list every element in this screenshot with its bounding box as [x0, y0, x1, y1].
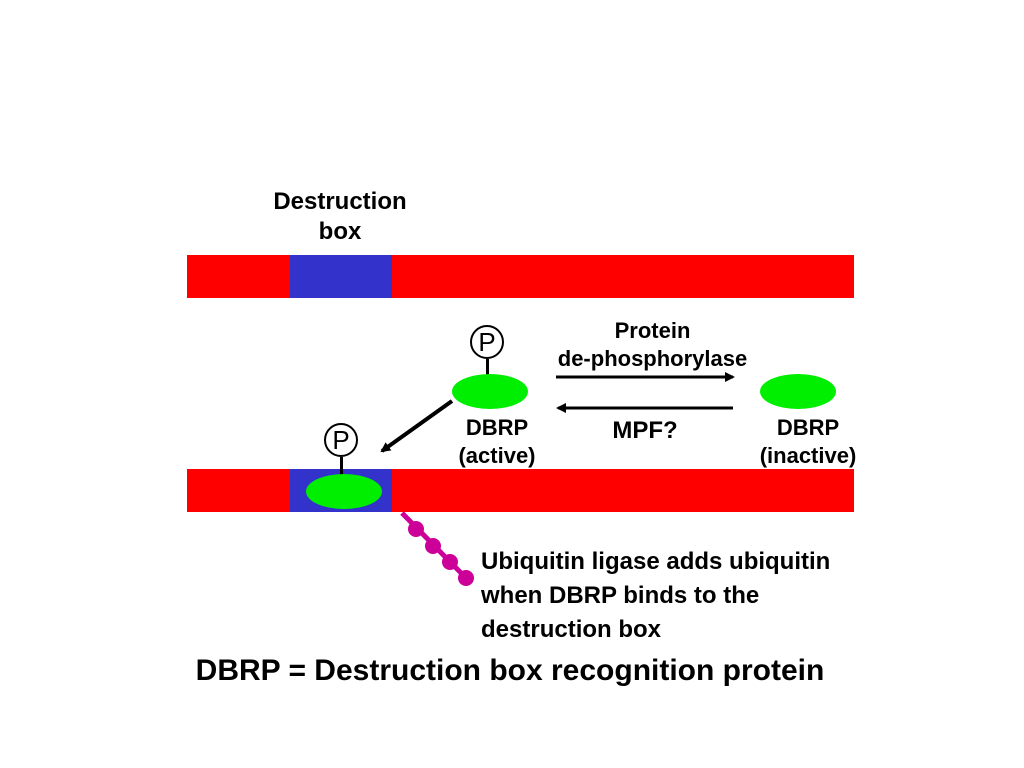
dbrp-inactive-label-line2: (inactive): [759, 442, 857, 468]
destruction-box-label: Destruction box: [240, 187, 440, 247]
ubiquitin-caption: Ubiquitin ligase adds ubiquitin when DBR…: [481, 545, 911, 647]
dbrp-active-label-line1: DBRP: [465, 415, 529, 440]
phosphate-bound-icon: P: [324, 423, 358, 457]
phosphate-bound-stick: [340, 457, 343, 475]
ubiquitin-caption-line3: destruction box: [481, 616, 662, 643]
destruction-box-label-line2: box: [318, 218, 362, 245]
dbrp-inactive-label: DBRP (inactive): [738, 414, 878, 469]
ubiquitin-caption-line2: when DBRP binds to the: [481, 582, 760, 609]
dephosphorylase-label-line1: Protein: [614, 318, 691, 343]
dbrp-definition: DBRP = Destruction box recognition prote…: [195, 654, 825, 687]
dbrp-active-label: DBRP (active): [437, 414, 557, 469]
arrow-binding: [380, 399, 454, 453]
ubiquitin-bead: [425, 538, 441, 554]
phosphate-icon: P: [470, 325, 504, 359]
phosphate-stick: [486, 359, 489, 375]
ubiquitin-bead: [458, 570, 474, 586]
destruction-box-top: [290, 255, 392, 298]
dbrp-inactive-oval: [760, 374, 836, 409]
dbrp-active-label-line2: (active): [458, 442, 536, 468]
ubiquitin-bead: [408, 521, 424, 537]
dbrp-active-oval: [452, 374, 528, 409]
mpf-label: MPF?: [612, 417, 678, 444]
dbrp-bound-oval: [306, 474, 382, 509]
dephosphorylase-label-line2: de-phosphorylase: [557, 345, 748, 371]
dbrp-inactive-label-line1: DBRP: [776, 415, 840, 440]
dephosphorylase-label: Protein de-phosphorylase: [540, 317, 765, 372]
ubiquitin-caption-line1: Ubiquitin ligase adds ubiquitin: [481, 548, 831, 575]
ubiquitin-bead: [442, 554, 458, 570]
destruction-box-label-line1: Destruction: [273, 188, 407, 215]
